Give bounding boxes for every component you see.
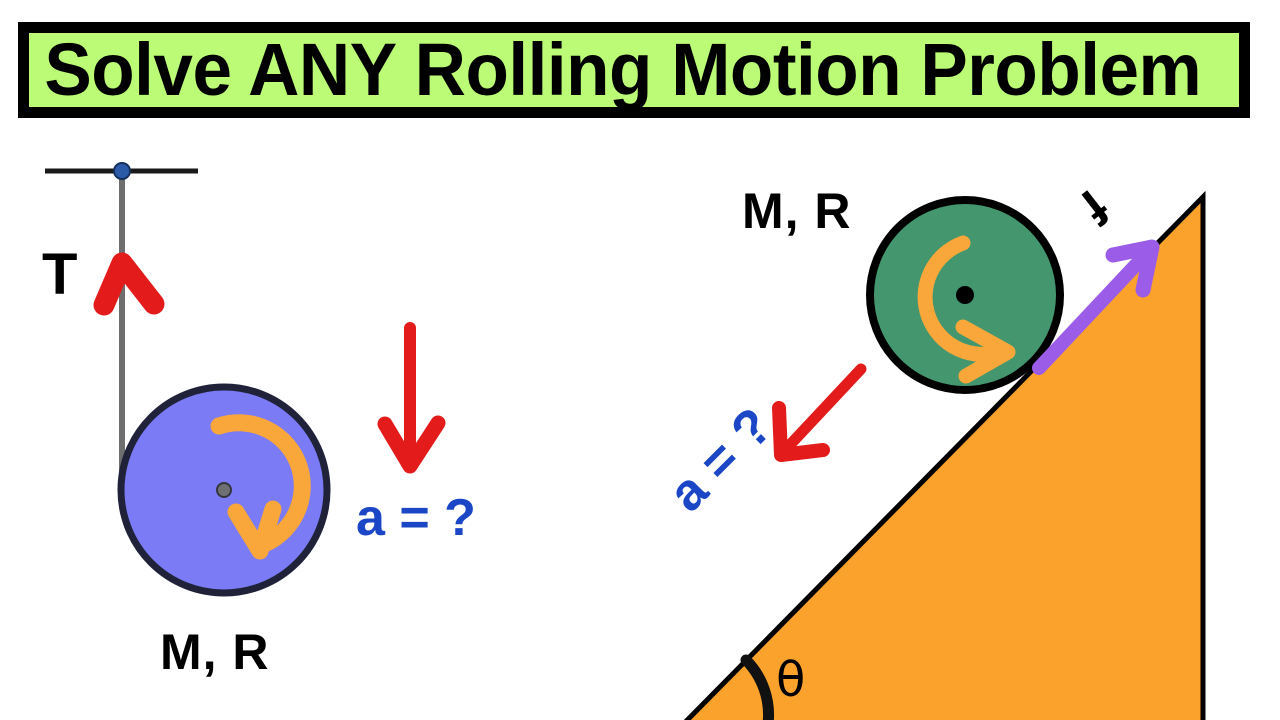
hanging-disk-spin-arrow-icon <box>210 414 311 560</box>
incline-angle-label: θ <box>776 652 806 708</box>
tension-arrow-icon <box>93 252 165 316</box>
friction-arrow-icon <box>1032 239 1160 375</box>
title-banner: Solve ANY Rolling Motion Problem <box>18 22 1250 118</box>
left-acceleration-label: a = ? <box>356 489 476 547</box>
left-mass-radius-label: M, R <box>160 624 270 680</box>
rolling-disk-spin-arrow-icon <box>917 235 1016 384</box>
incline-angle-arc <box>740 654 775 720</box>
ceiling-anchor-dot <box>113 162 131 180</box>
rolling-disk-center-dot <box>956 286 974 304</box>
right-acceleration-arrow-icon <box>772 363 867 462</box>
hanging-disk-center-dot <box>216 482 232 498</box>
page-title: Solve ANY Rolling Motion Problem <box>44 28 1202 111</box>
right-mass-radius-label: M, R <box>742 183 852 239</box>
left-acceleration-arrow-icon <box>377 322 446 474</box>
right-diagram-group <box>683 190 1206 720</box>
tension-label: T <box>42 242 78 307</box>
left-diagram-group <box>45 162 446 597</box>
